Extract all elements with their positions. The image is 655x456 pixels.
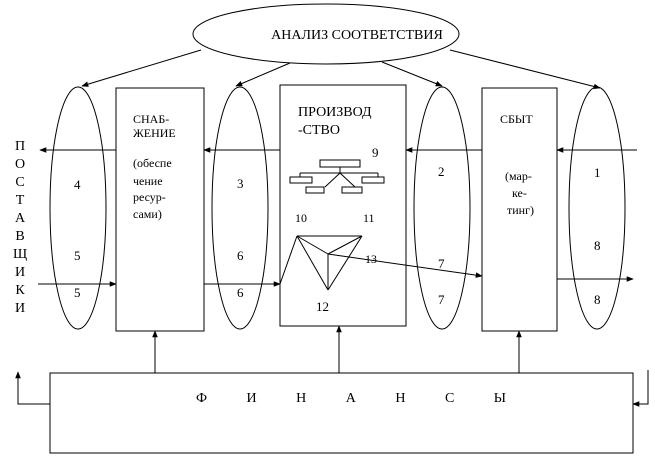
- svg-text:ресур-: ресур-: [133, 190, 166, 204]
- org-chart-icon: [289, 159, 385, 194]
- number-6-lower: 6: [237, 285, 244, 300]
- pyramid-figure: [279, 235, 363, 291]
- channel-ellipse-d: [568, 86, 626, 330]
- analysis-arrow-2: [235, 62, 291, 87]
- svg-text:ЖЕНИЕ: ЖЕНИЕ: [133, 126, 176, 140]
- channel-ellipse-b: [211, 86, 269, 330]
- lower-flow-3: [327, 253, 483, 278]
- channel-ellipse-c: [413, 86, 471, 330]
- number-10: 10: [295, 211, 307, 225]
- svg-text:(мар-: (мар-: [505, 169, 532, 183]
- number-4: 4: [74, 177, 81, 192]
- svg-text:Щ: Щ: [13, 247, 27, 262]
- finance-block: [49, 372, 634, 454]
- number-5-upper: 5: [74, 248, 81, 263]
- number-5-lower: 5: [74, 285, 81, 300]
- svg-text:Т: Т: [16, 193, 25, 208]
- svg-text:тинг): тинг): [507, 203, 534, 217]
- svg-text:-СТВО: -СТВО: [298, 123, 340, 138]
- analysis-arrow-4: [449, 49, 601, 90]
- svg-text:И: И: [15, 301, 25, 316]
- channel-ellipse-a: [49, 86, 107, 330]
- sales-block: [481, 87, 558, 332]
- svg-text:К: К: [15, 283, 25, 298]
- svg-text:А: А: [15, 211, 26, 226]
- analysis-label: АНАЛИЗ СООТВЕТСТВИЯ: [271, 28, 443, 43]
- supply-block: [115, 87, 205, 332]
- finance-left-feedback: [15, 371, 50, 405]
- svg-text:чение: чение: [133, 174, 163, 188]
- svg-text:сами): сами): [133, 207, 162, 221]
- svg-text:И: И: [15, 265, 25, 280]
- number-11: 11: [363, 211, 375, 225]
- svg-text:В: В: [15, 229, 24, 244]
- number-1: 1: [594, 165, 601, 180]
- svg-text:П: П: [15, 139, 25, 154]
- number-9: 9: [372, 145, 379, 160]
- number-8-lower: 8: [594, 292, 601, 307]
- analysis-arrow-3: [381, 61, 443, 87]
- svg-text:С: С: [15, 175, 24, 190]
- number-12: 12: [316, 299, 329, 314]
- analysis-ellipse: [192, 3, 460, 65]
- finance-label: Ф И Н А Н С Ы: [196, 391, 520, 406]
- number-7-lower: 7: [438, 292, 445, 307]
- number-2: 2: [438, 164, 445, 179]
- finance-right-feedback: [632, 370, 649, 407]
- number-7-upper: 7: [438, 256, 445, 271]
- svg-text:СБЫТ: СБЫТ: [500, 112, 533, 126]
- supply-label: СНАБ- ЖЕНИЕ (обеспе чение ресур- сами): [133, 112, 176, 221]
- svg-text:О: О: [15, 157, 25, 172]
- number-3: 3: [237, 176, 244, 191]
- svg-text:ке-: ке-: [512, 186, 527, 200]
- svg-text:ПРОИЗВОД: ПРОИЗВОД: [298, 105, 372, 120]
- sales-label: СБЫТ (мар- ке- тинг): [500, 112, 534, 217]
- svg-text:СНАБ-: СНАБ-: [133, 112, 169, 126]
- analysis-arrow-1: [81, 49, 202, 87]
- number-13: 13: [365, 252, 377, 266]
- number-8-upper: 8: [594, 238, 601, 253]
- production-block: [279, 84, 407, 327]
- number-6-upper: 6: [237, 248, 244, 263]
- svg-text:(обеспе: (обеспе: [133, 156, 172, 170]
- production-label: ПРОИЗВОД -СТВО: [298, 105, 372, 138]
- suppliers-label: П О С Т А В Щ И К И: [13, 139, 27, 316]
